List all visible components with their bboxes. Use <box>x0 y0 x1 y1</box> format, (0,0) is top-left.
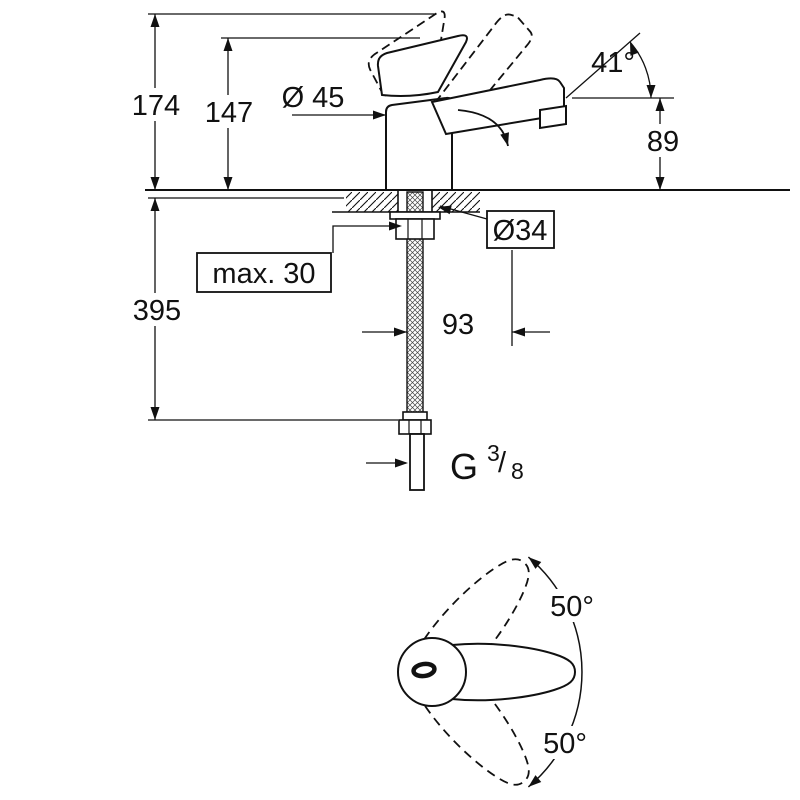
bg-174 <box>126 88 186 121</box>
hose-nut <box>398 419 432 435</box>
bg-50-up <box>541 589 604 622</box>
arrow-thread <box>395 458 408 468</box>
dim-label-93: 93 <box>442 309 474 341</box>
spout-raised-dashed-outline <box>425 13 533 130</box>
bg-395 <box>126 293 188 326</box>
dim-label-89: 89 <box>647 126 679 158</box>
arrowheads <box>150 14 665 787</box>
bg-89 <box>640 124 686 157</box>
connection-tube <box>409 433 425 491</box>
counter-section-hatch-left <box>346 192 398 212</box>
dim-label-50-up: 50° <box>550 591 594 623</box>
thread-label-slash: / <box>498 447 507 479</box>
arrow-swivel-top <box>528 557 542 569</box>
swivel-arc <box>527 556 583 788</box>
dim-label-41: 41° <box>591 47 635 79</box>
arrow-89-top <box>655 98 665 111</box>
hose-nut-facets <box>408 420 422 434</box>
arrow-174-top <box>150 14 160 27</box>
dim-label-174: 174 <box>132 90 180 122</box>
arrow-34 <box>438 205 452 215</box>
arrow-45 <box>373 110 386 120</box>
arrow-147-top <box>223 38 233 51</box>
arrow-174-bottom <box>150 177 160 190</box>
arrow-max30 <box>389 221 402 231</box>
arrow-flow <box>500 132 509 146</box>
thread-label: G 3 / 8 <box>450 440 524 487</box>
arrow-41-top <box>630 42 639 56</box>
arrow-93-right <box>512 327 525 337</box>
handle-swivel-down-dashed-outline <box>422 667 530 786</box>
arrow-89-bottom <box>655 177 665 190</box>
thread-label-num: 3 <box>487 440 500 466</box>
faucet-top-view <box>397 556 583 788</box>
box-hole-diameter <box>486 210 555 249</box>
arrow-147-bottom <box>223 177 233 190</box>
mounting-hole-edges <box>397 190 433 212</box>
arrow-395-top <box>150 198 160 211</box>
mounting-nut <box>395 218 435 240</box>
thread-label-g: G <box>450 446 478 487</box>
dim-label-50-down: 50° <box>543 728 587 760</box>
spout-aerator-outline <box>539 104 567 130</box>
handle-swivel-up-dashed-outline <box>422 558 530 677</box>
angle-41-leg <box>565 32 641 99</box>
thread-label-den: 8 <box>511 458 524 484</box>
leader-max30 <box>332 225 398 253</box>
bg-147 <box>199 95 259 128</box>
dim-label-45: Ø 45 <box>282 82 345 114</box>
dim-label-395: 395 <box>133 295 181 327</box>
arrow-41-bottom <box>646 85 656 98</box>
dim-label-147: 147 <box>205 97 253 129</box>
dim-label-max30: max. 30 <box>212 258 315 290</box>
mounting-nut-facets <box>407 219 423 239</box>
dimension-labels: 174 147 Ø 45 41° 89 Ø34 max. 30 395 93 5… <box>132 47 679 760</box>
faucet-side-view <box>145 10 790 491</box>
dim-label-34: Ø34 <box>493 215 548 247</box>
arrow-93-left <box>394 327 407 337</box>
arrow-swivel-bottom <box>528 775 542 787</box>
handle-lever-outline <box>376 34 468 97</box>
mounting-washer <box>389 211 441 220</box>
hose-collar <box>402 411 428 421</box>
bg-50-down <box>534 726 597 759</box>
label-backplates <box>126 88 686 759</box>
handle-logo-slot <box>411 661 437 679</box>
box-max-thickness <box>196 252 332 293</box>
counter-section-hatch-right <box>432 192 480 212</box>
arrow-395-bottom <box>150 407 160 420</box>
